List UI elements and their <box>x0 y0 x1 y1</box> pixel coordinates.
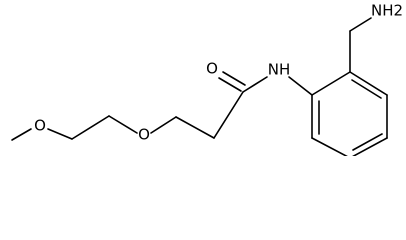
bond-ch2-carbonyl <box>213 91 244 139</box>
ether-o-left-label: O <box>34 117 46 135</box>
bond-ch2-nh2 <box>349 17 372 32</box>
bond-o-ch2-left <box>47 128 73 140</box>
bond-carbonyl-double-a <box>218 77 242 92</box>
bond-o-ch2-middle <box>150 116 177 134</box>
ring-double-inner-3 <box>351 79 382 99</box>
bond-ch3-o-left <box>11 128 32 141</box>
ring-bond-3 <box>352 137 388 156</box>
carbonyl-o-label: O <box>206 60 218 78</box>
bond-ch2-ch2-left <box>71 115 110 140</box>
aminomethyl-nh2-label: NH2 <box>371 2 403 20</box>
bond-n-ring <box>288 76 313 96</box>
molecule-diagram: O O O NH NH2 <box>11 1 404 156</box>
bond-ch2-o-middle <box>108 115 138 134</box>
molecule-structure: O O O NH NH2 <box>11 2 403 156</box>
ring-double-inner-2 <box>352 133 383 151</box>
bonds <box>11 17 388 156</box>
atom-labels: O O O NH NH2 <box>34 2 403 144</box>
bond-ch2-ch2-middle <box>175 116 215 139</box>
ring-bond-2 <box>311 137 348 156</box>
ring-bond-5 <box>349 71 388 96</box>
amide-nh-label: NH <box>268 61 291 79</box>
bond-carbonyl-double-b <box>222 71 246 86</box>
bond-carbonyl-n <box>242 76 268 93</box>
ring-bond-6 <box>311 71 351 96</box>
ether-o-middle-label: O <box>138 126 150 144</box>
